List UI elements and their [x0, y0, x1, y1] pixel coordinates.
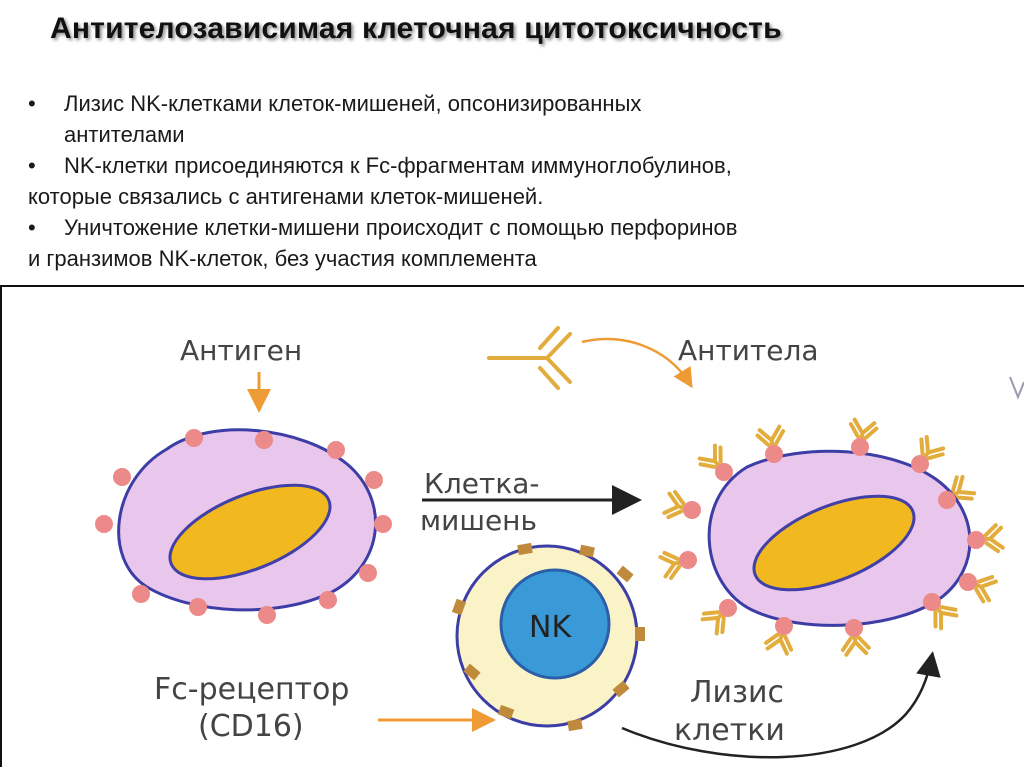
label-antibodies: Антитела — [678, 334, 819, 367]
partial-antibody-icon — [1009, 376, 1024, 400]
bullet-1-line-2: антителами — [64, 122, 185, 147]
bullet-list: • Лизис NK-клетками клеток-мишеней, опсон… — [28, 88, 1024, 274]
bullet-marker: • — [28, 91, 36, 116]
label-nk: NK — [529, 610, 572, 645]
label-target-cell-line1: Клетка- — [424, 467, 540, 500]
nk-cell: NK — [455, 544, 639, 728]
label-target-cell-line2: мишень — [420, 504, 537, 537]
lysis-arrow — [621, 651, 941, 759]
target-cell-right — [707, 449, 972, 627]
label-lysis-line2: клетки — [674, 713, 785, 748]
bullet-3-line-1: Уничтожение клетки-мишени происходит с п… — [64, 215, 738, 240]
label-antigen: Антиген — [180, 334, 302, 367]
antigen-dots — [95, 429, 392, 624]
label-fc-receptor-line1: Fc-рецептор — [154, 672, 349, 707]
bullet-2-line-2: которые связались с антигенами клеток-ми… — [28, 184, 544, 209]
adcc-diagram: Антиген Антитела Клетка- мишень — [95, 326, 1024, 759]
bullet-marker: • — [28, 153, 36, 178]
bullet-item-1: • Лизис NK-клетками клеток-мишеней, опсон… — [28, 88, 1024, 119]
diagram-frame: Антиген Антитела Клетка- мишень — [0, 285, 1024, 767]
bullet-1-line-1: Лизис NK-клетками клеток-мишеней, опсони… — [64, 91, 642, 116]
slide-title: Антителозависимая клеточная цитотоксично… — [50, 12, 782, 45]
nk-cell-nucleus — [499, 568, 611, 680]
bullet-marker: • — [28, 215, 36, 240]
cell-nucleus — [752, 494, 916, 592]
bound-antigen-dots — [679, 438, 985, 637]
antibody-arrow — [581, 337, 693, 389]
bullet-2-line-1: NK-клетки присоединяются к Fc-фрагментам… — [64, 153, 732, 178]
fc-receptors — [451, 542, 645, 732]
bullet-item-2: • NK-клетки присоединяются к Fc-фрагмента… — [28, 150, 1024, 181]
bullet-3-line-2: и гранзимов NK-клеток, без участия компл… — [28, 246, 537, 271]
cell-nucleus — [168, 483, 332, 581]
label-fc-receptor-line2: (CD16) — [198, 709, 304, 744]
free-antibody-icon — [487, 326, 572, 390]
label-lysis-line1: Лизис — [690, 675, 784, 710]
bullet-item-3: • Уничтожение клетки-мишени происходит с … — [28, 212, 1024, 243]
